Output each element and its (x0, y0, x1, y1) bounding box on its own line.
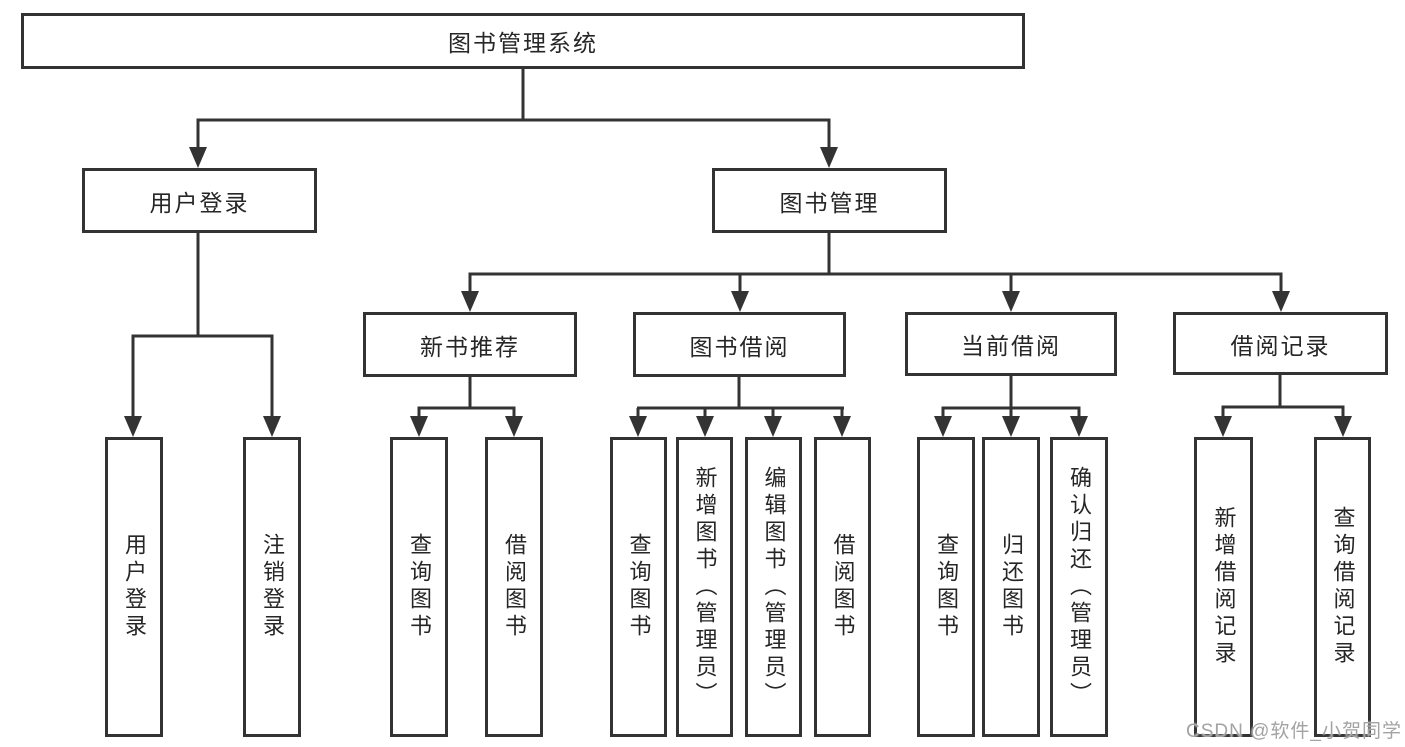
watermark: CSDN @软件_小贺同学 (1186, 721, 1402, 742)
leaf-edit-books-admin: 编辑图书（管理员） (745, 437, 802, 737)
leaf-newbook-query-books: 查询图书 (390, 437, 448, 737)
node-library-system: 图书管理系统 (21, 13, 1025, 69)
leaf-user-login: 用户登录 (105, 437, 163, 737)
leaf-borrow-query-books: 查询图书 (610, 437, 667, 737)
node-book-borrow: 图书借阅 (633, 312, 846, 377)
node-user-login: 用户登录 (82, 168, 317, 233)
leaf-query-borrow-record: 查询借阅记录 (1314, 437, 1371, 737)
leaf-add-books-admin: 新增图书（管理员） (676, 437, 733, 737)
arrowhead-down-icons (124, 147, 1352, 437)
leaf-borrow-books: 借阅图书 (814, 437, 871, 737)
node-new-book-recommend: 新书推荐 (363, 312, 577, 377)
leaf-logout: 注销登录 (243, 437, 301, 737)
leaf-return-books: 归还图书 (982, 437, 1040, 737)
leaf-confirm-return-admin: 确认归还（管理员） (1050, 437, 1108, 737)
node-current-borrow: 当前借阅 (905, 312, 1117, 376)
leaf-newbook-borrow-books: 借阅图书 (485, 437, 543, 737)
node-borrow-records: 借阅记录 (1173, 312, 1388, 375)
node-book-management: 图书管理 (712, 168, 947, 233)
leaf-add-borrow-record: 新增借阅记录 (1194, 437, 1253, 737)
leaf-current-query-books: 查询图书 (917, 437, 975, 737)
